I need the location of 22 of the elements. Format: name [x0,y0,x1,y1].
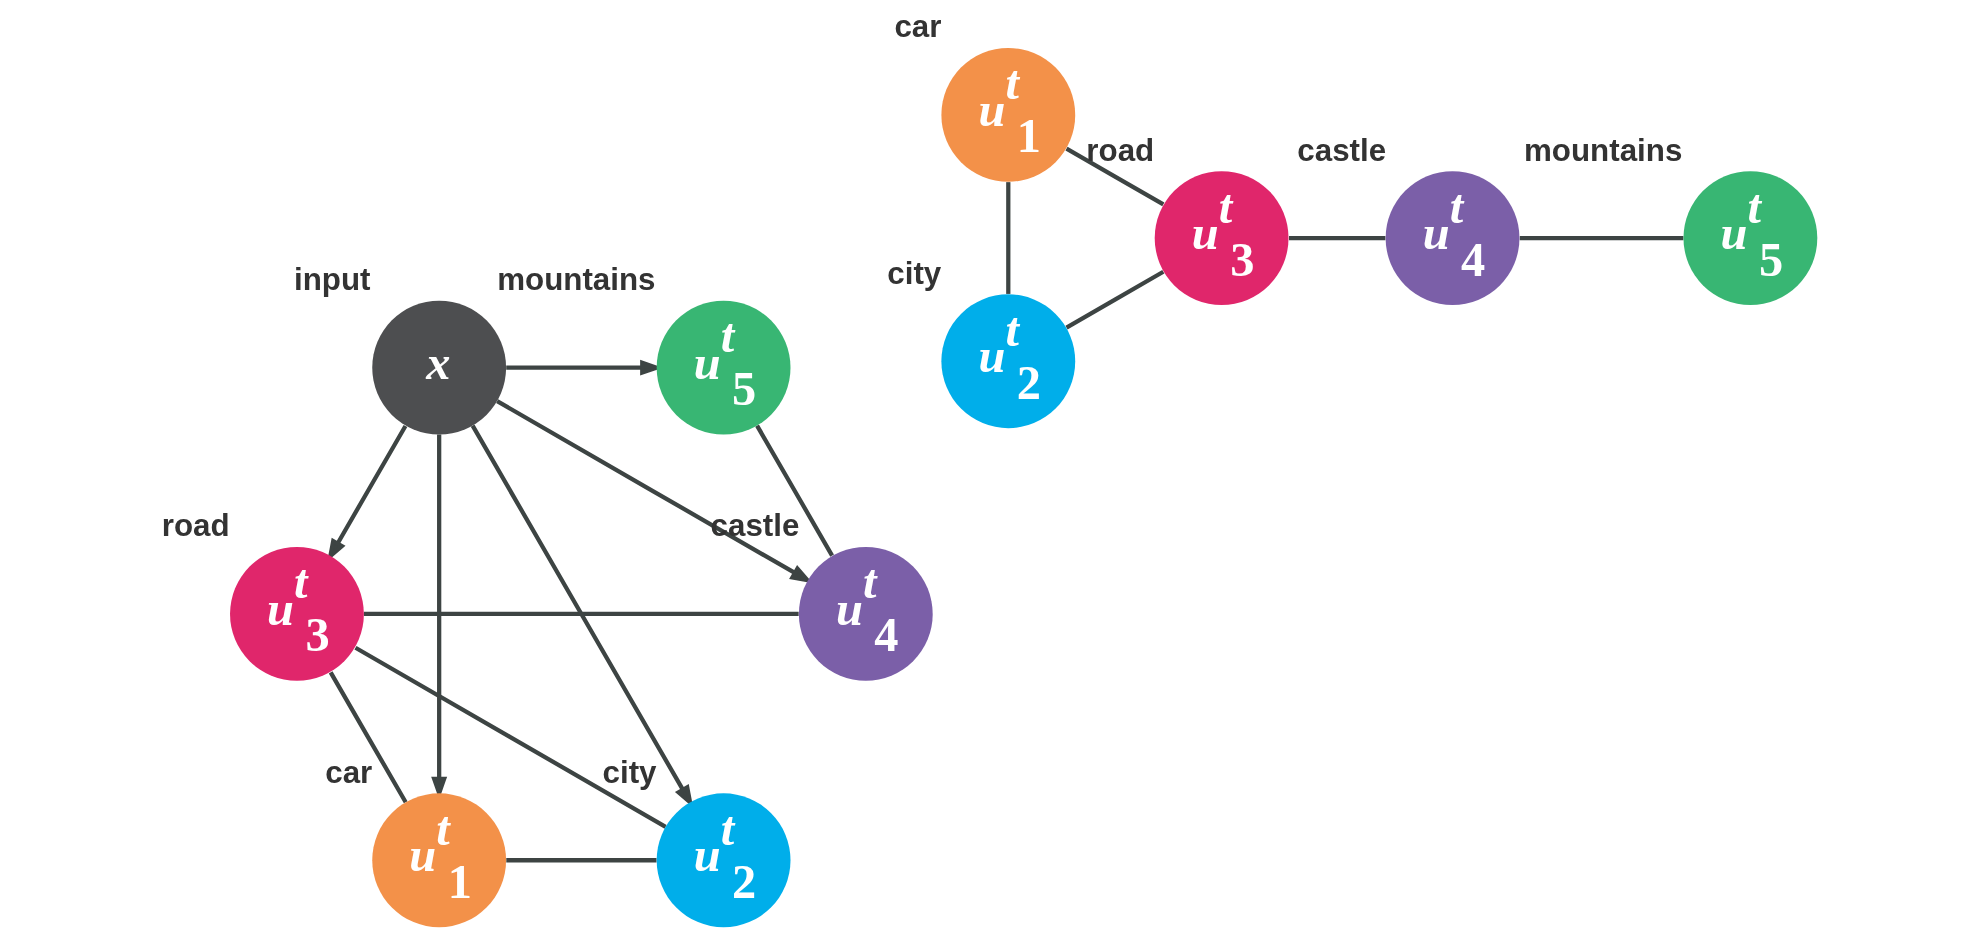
connector [328,671,408,804]
node-label: castle [1296,132,1386,168]
connector [1519,235,1683,241]
node-label: mountains [1523,132,1682,168]
connector [1288,235,1385,241]
connector [505,858,657,863]
node-circle: x [371,300,506,435]
node-label: city [886,255,941,291]
node-label: mountains [496,262,656,298]
node-label: car [324,754,372,790]
connector [754,424,834,557]
node-label: input [293,262,370,298]
connector [1064,146,1164,207]
connector [363,611,799,617]
node-label: castle [710,508,799,544]
node-label: city [602,754,657,790]
node-label: road [1085,132,1154,168]
node-label: road [161,508,230,544]
node-label: car [893,9,941,45]
connector [353,645,667,829]
connector [1064,269,1164,330]
connector [1005,182,1010,294]
